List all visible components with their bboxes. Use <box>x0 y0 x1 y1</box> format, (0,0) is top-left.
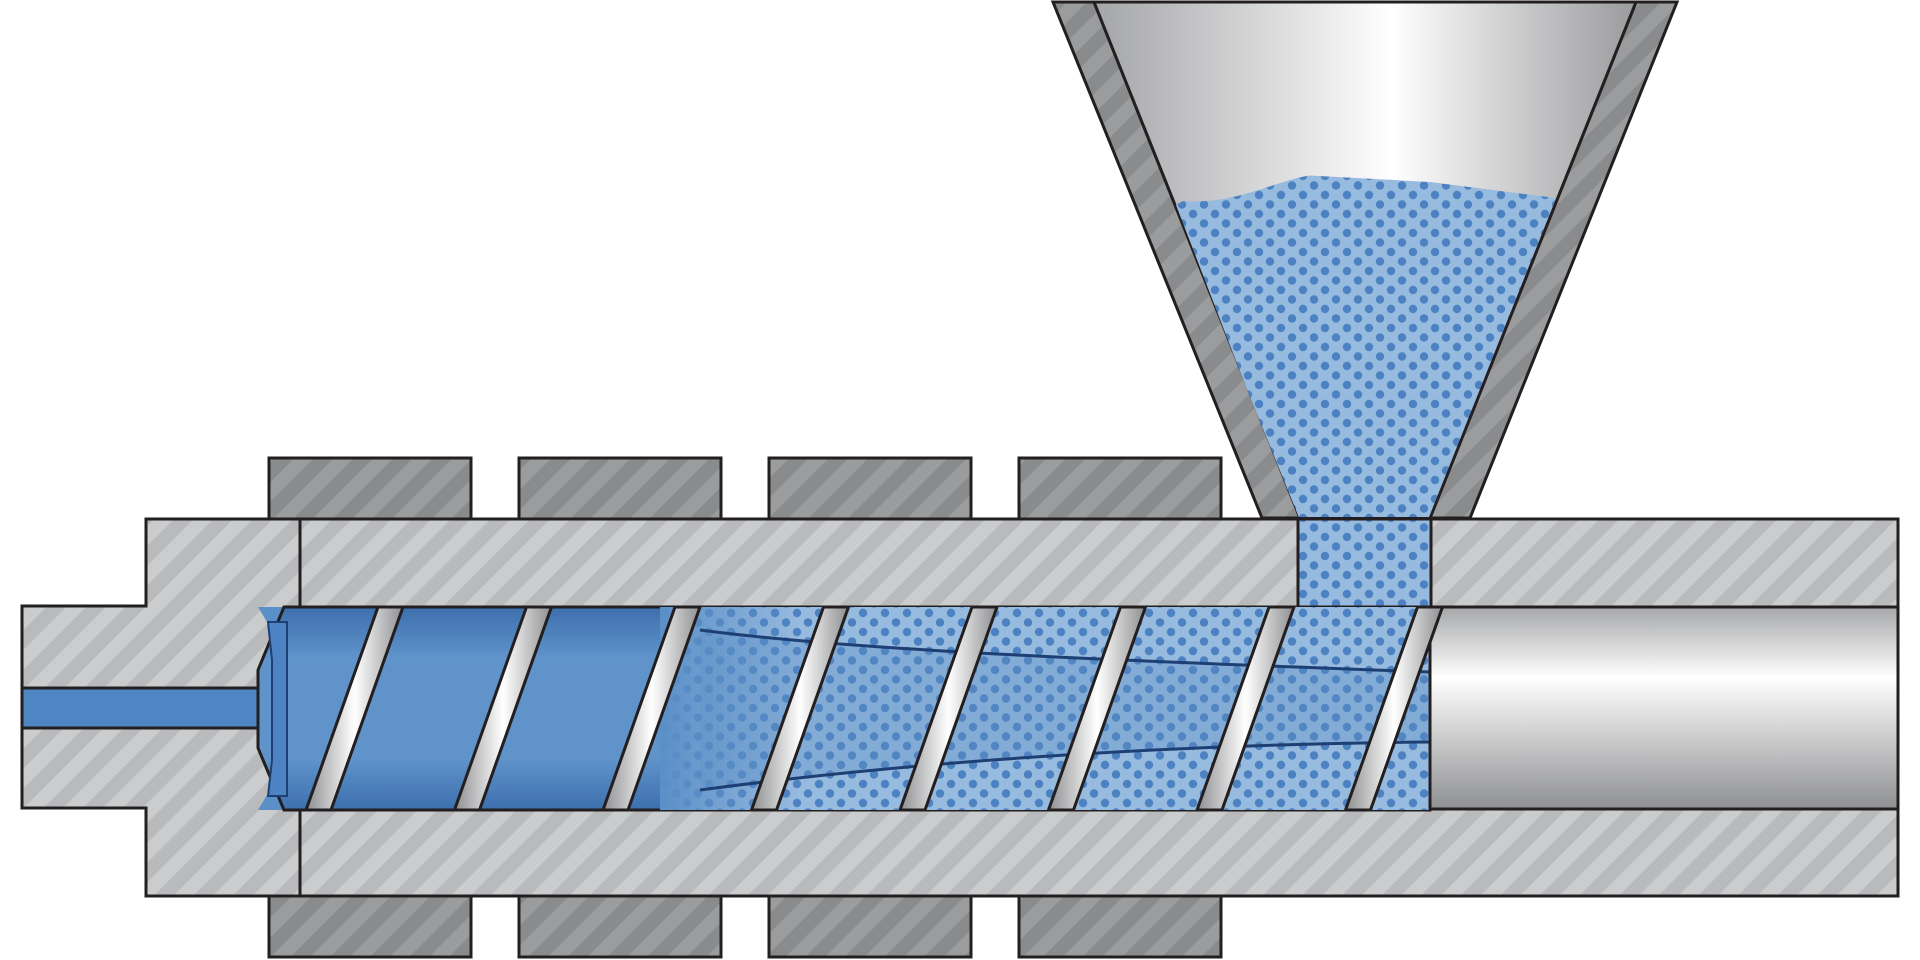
heater-band <box>267 456 473 522</box>
barrel <box>20 517 1900 898</box>
nozzle-bore <box>20 686 264 730</box>
heater-band <box>517 456 723 522</box>
heater-band <box>1017 893 1223 959</box>
screw-flight <box>749 605 851 812</box>
screw-root <box>266 621 288 797</box>
barrel-wall-top <box>298 517 1900 609</box>
screw-shank <box>1428 605 1900 811</box>
heater-band <box>517 893 723 959</box>
barrel-wall-bottom <box>298 807 1900 898</box>
barrel-bore <box>256 605 1900 812</box>
plastic-pellets-hopper <box>1176 175 1556 517</box>
hopper <box>1050 0 1680 520</box>
screw-flights <box>303 605 1445 812</box>
heater-bands-top <box>267 456 1223 522</box>
heater-band <box>1017 456 1223 522</box>
screw-flight <box>1194 605 1297 812</box>
screw-flight <box>1343 605 1445 812</box>
screw-flight <box>452 605 554 812</box>
heater-band <box>767 893 973 959</box>
screw-flight <box>303 605 406 812</box>
heater-bands-bottom <box>267 893 1223 959</box>
heater-band <box>767 456 973 522</box>
feed-throat <box>1296 517 1433 611</box>
heater-band <box>267 893 473 959</box>
screw-flight <box>1046 605 1148 812</box>
screw-flight <box>897 605 1000 812</box>
screw-flight <box>600 605 703 812</box>
